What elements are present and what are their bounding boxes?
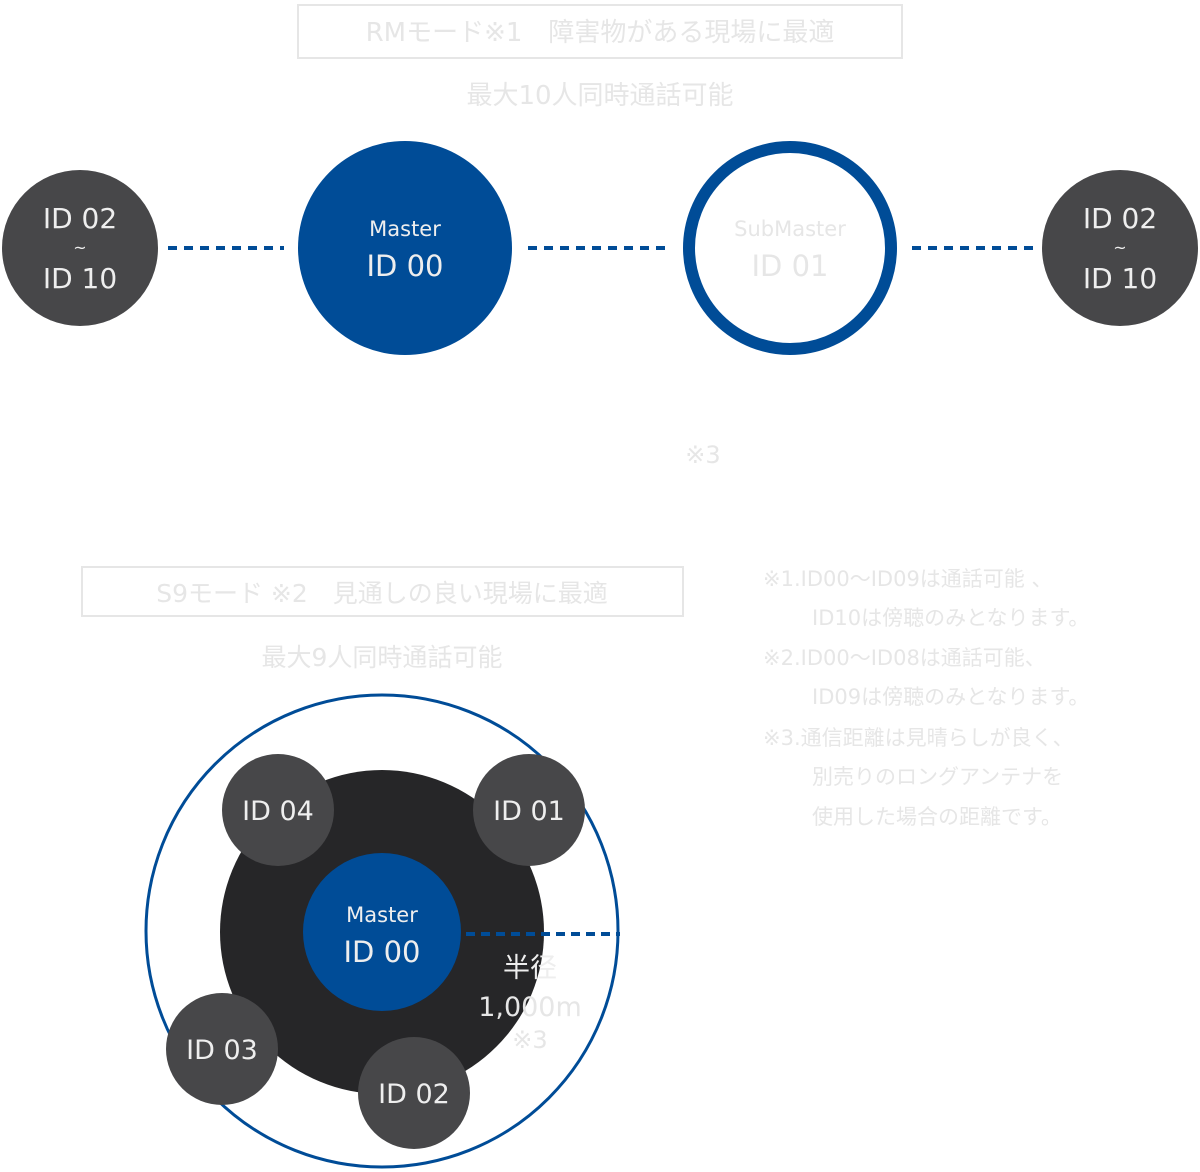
rm-master-node: Master ID 00: [298, 141, 512, 355]
rm-right-node: ID 02 ~ ID 10: [1042, 170, 1198, 326]
radius-label: 半径: [503, 953, 557, 984]
rm-left-node: ID 02 ~ ID 10: [2, 170, 158, 326]
master-role: Master: [369, 217, 441, 241]
node-label: ID 04: [242, 796, 314, 827]
node-label-bottom: ID 10: [1083, 262, 1157, 295]
rm-note-ref: ※3: [685, 441, 720, 469]
node-label-top: ID 02: [1083, 202, 1157, 235]
footnote-line: 別売りのロングアンテナを: [812, 765, 1063, 789]
node-label-tilde: ~: [73, 238, 86, 257]
s9-node-id02: ID 02: [358, 1037, 470, 1149]
footnote-line: ※2.ID00〜ID08は通話可能、: [763, 646, 1046, 670]
range-outer-circle: [144, 693, 620, 1169]
submaster-id: ID 01: [751, 249, 828, 283]
radius-value: 1,000m: [478, 992, 582, 1023]
node-label: ID 02: [378, 1079, 450, 1110]
rm-heading: RMモード※1 障害物がある現場に最適: [366, 18, 835, 48]
master-role: Master: [346, 903, 418, 927]
radius-note: ※3: [512, 1026, 547, 1054]
node-label-tilde: ~: [1113, 238, 1126, 257]
node-label: ID 01: [493, 796, 565, 827]
rm-heading-box: [297, 4, 903, 59]
s9-master-node: Master ID 00: [303, 853, 461, 1011]
rm-submaster-node: SubMaster ID 01: [683, 141, 897, 355]
master-id: ID 00: [343, 935, 420, 969]
s9-heading: S9モード ※2 見通しの良い現場に最適: [156, 579, 608, 608]
submaster-role: SubMaster: [734, 217, 846, 241]
s9-node-id01: ID 01: [473, 754, 585, 866]
s9-node-id04: ID 04: [222, 754, 334, 866]
s9-node-id03: ID 03: [166, 993, 278, 1105]
master-id: ID 00: [366, 249, 443, 283]
node-label-bottom: ID 10: [43, 262, 117, 295]
node-label: ID 03: [186, 1035, 258, 1066]
s9-subheading: 最大9人同時通話可能: [262, 643, 503, 672]
footnote-line: ※3.通信距離は見晴らしが良く、: [763, 726, 1074, 750]
footnote-line: 使用した場合の距離です。: [812, 805, 1062, 829]
rm-subheading: 最大10人同時通話可能: [466, 81, 733, 111]
footnotes: ※1.ID00〜ID09は通話可能 、 ID10は傍聴のみとなります。 ※2.I…: [763, 567, 1089, 829]
footnote-line: ID10は傍聴のみとなります。: [812, 606, 1089, 630]
s9-heading-box: [81, 566, 684, 617]
node-label-top: ID 02: [43, 202, 117, 235]
footnote-line: ID09は傍聴のみとなります。: [812, 685, 1089, 709]
footnote-line: ※1.ID00〜ID09は通話可能 、: [763, 567, 1052, 591]
